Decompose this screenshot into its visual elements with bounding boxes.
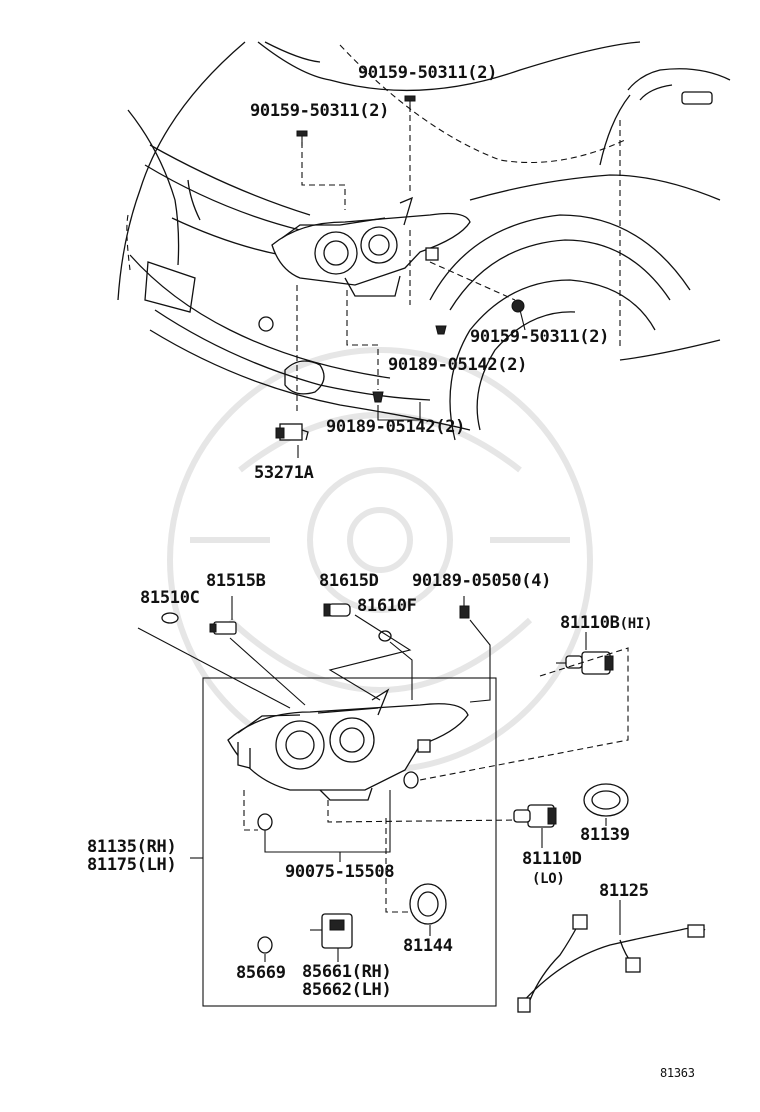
- label-bulb-hi: 81110B(HI): [560, 614, 652, 633]
- reference-code: 81363: [660, 1066, 695, 1080]
- label-clip-upper: 90189-05142(2): [388, 355, 528, 375]
- label-81610f: 81610F: [357, 596, 417, 616]
- label-cap: 81144: [403, 936, 453, 956]
- clip-icon: [372, 391, 384, 403]
- label-motor-rh: 85661(RH): [302, 962, 392, 982]
- label-bolt-top-left: 90159-50311(2): [250, 101, 390, 121]
- leveling-motor-icon: [310, 913, 353, 962]
- label-bulb-lo-suffix: (LO): [532, 871, 565, 887]
- bulb-hi-code: 81110B: [560, 613, 620, 633]
- label-ring: 85669: [236, 963, 286, 983]
- label-90189-05050: 90189-05050(4): [412, 571, 552, 591]
- label-bolt-fender: 90159-50311(2): [470, 327, 610, 347]
- label-seal-group: 90075-15508: [285, 862, 395, 882]
- seal-icon: [403, 771, 419, 789]
- label-81615d: 81615D: [319, 571, 379, 591]
- ring-85669-icon: [257, 936, 273, 954]
- small-parts-top: [137, 596, 491, 709]
- label-socket: 81139: [580, 825, 630, 845]
- fasteners-top: [275, 95, 525, 458]
- bolt-icon: [511, 299, 525, 313]
- bolt-icon: [296, 130, 308, 146]
- cap-81144-icon: [409, 883, 447, 925]
- cap-81510c-icon: [161, 612, 179, 624]
- assembly-frame: [190, 677, 497, 1007]
- label-clip-lower: 90189-05142(2): [326, 417, 466, 437]
- socket-81515b-icon: [209, 596, 237, 635]
- label-bracket: 53271A: [254, 463, 314, 483]
- headlamp-installed: [271, 105, 516, 415]
- label-81510c: 81510C: [140, 588, 200, 608]
- bulb-hi-suffix: (HI): [619, 616, 653, 632]
- wire-harness: [517, 900, 706, 1013]
- seal-icon: [257, 813, 273, 831]
- car-body-outline: [117, 41, 731, 441]
- label-assy-lh: 81175(LH): [87, 855, 177, 875]
- socket-ring-icon: [583, 783, 629, 817]
- bolt-icon: [404, 95, 416, 112]
- bulb-hi-icon: [556, 651, 614, 675]
- clip-icon: [435, 325, 447, 335]
- label-wire: 81125: [599, 881, 649, 901]
- cap-81610f-icon: [378, 630, 392, 642]
- fender-leader: [519, 309, 526, 331]
- label-assy-rh: 81135(RH): [87, 837, 177, 857]
- label-bulb-lo: 81110D: [522, 849, 582, 869]
- label-81515b: 81515B: [206, 571, 266, 591]
- headlamp-unit: [227, 688, 469, 801]
- label-motor-lh: 85662(LH): [302, 980, 392, 1000]
- clip-90189-icon: [459, 596, 470, 619]
- bulbs-and-seals: [243, 632, 629, 962]
- bracket-icon: [275, 423, 309, 441]
- label-bolt-top-right: 90159-50311(2): [358, 63, 498, 83]
- bulb-81615d-icon: [323, 603, 351, 617]
- bulb-lo-icon: [513, 804, 557, 828]
